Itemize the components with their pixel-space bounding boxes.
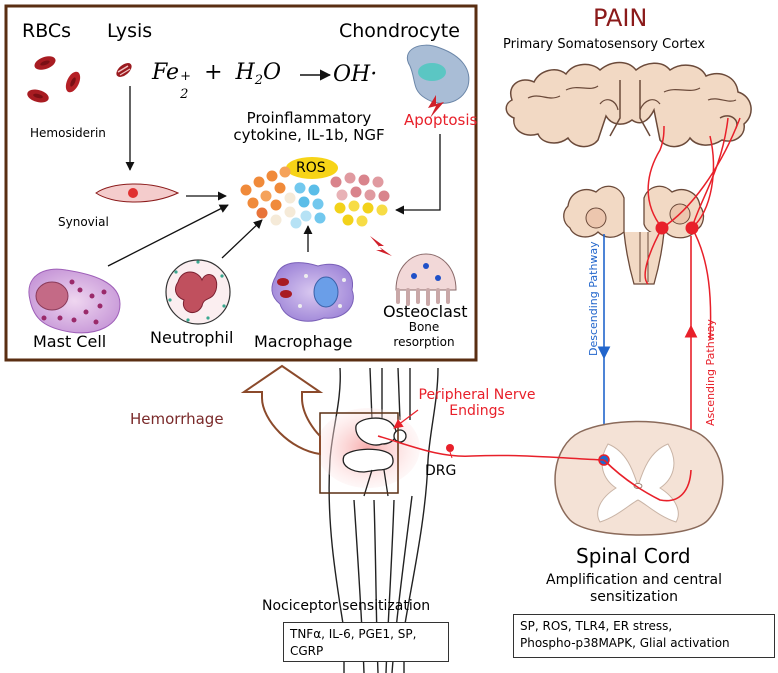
eq-o: O (263, 60, 282, 85)
mast-cell-arrow (107, 204, 229, 267)
proinflammatory-line1: Proinflammatory (246, 109, 372, 127)
ascending-pathway-label: Ascending Pathway (704, 319, 717, 426)
eq-fe: Fe (152, 60, 180, 85)
apoptosis-label: Apoptosis (404, 111, 478, 129)
spinal-box-line1: SP, ROS, TLR4, ER stress, (520, 619, 673, 633)
eq-h: H (235, 60, 255, 85)
eq-fe-sub: 2 (180, 87, 189, 102)
nerve-pointer-line (393, 409, 419, 429)
drg-label: DRG (425, 463, 457, 479)
ascending-pathway-lines (644, 117, 741, 341)
neutrophil-label: Neutrophil (150, 328, 234, 347)
nerve-endings-line1: Peripheral Nerve (418, 387, 536, 403)
macrophage-label: Macrophage (254, 332, 353, 351)
spinal-subtitle-line2: sensitization (589, 589, 679, 605)
hemorrhage-label: Hemorrhage (130, 410, 224, 428)
spinal-red-pathway (603, 459, 692, 502)
eq-fe-sup: + (180, 69, 191, 84)
osteoclast-label: Osteoclast (383, 302, 468, 321)
mast-cell-label: Mast Cell (33, 332, 107, 351)
ros-badge (286, 157, 338, 179)
spinal-mediator-box: SP, ROS, TLR4, ER stress, Phospho-p38MAP… (513, 614, 775, 658)
spinal-box-line2: Phospho-p38MAPK, Glial activation (520, 636, 730, 650)
chondrocyte-illustration (407, 44, 470, 104)
neutrophil-arrow (221, 219, 263, 259)
osteoclast-illustration (395, 253, 457, 306)
spinal-cord-title: Spinal Cord (576, 544, 691, 568)
pain-title: PAIN (593, 4, 648, 32)
neutrophil-illustration (165, 259, 231, 325)
cortex-illustration (505, 61, 752, 148)
spinal-subtitle-line1: Amplification and central (546, 572, 722, 588)
ros-particle-cluster (240, 157, 390, 229)
macrophage-illustration (271, 262, 354, 322)
proinflammatory-line2: cytokine, IL-1b, NGF (233, 126, 385, 144)
drg-ganglion-icon (446, 444, 454, 459)
chondrocyte-label: Chondrocyte (339, 20, 460, 42)
leg-illustration (328, 367, 439, 673)
rbcs-label: RBCs (22, 20, 72, 42)
lysis-label: Lysis (107, 20, 153, 42)
nociceptor-box-line2: CGRP (290, 644, 324, 658)
nociceptor-label: Nociceptor sensitization (262, 598, 431, 614)
cortex-label: Primary Somatosensory Cortex (503, 37, 706, 52)
synovial-cell-illustration (95, 183, 180, 203)
rbc-cells-illustration (27, 56, 81, 103)
descending-pathway-label: Descending Pathway (587, 241, 600, 356)
hemosiderin-label: Hemosiderin (30, 126, 106, 140)
mast-cell-illustration (28, 268, 121, 334)
apoptosis-lightning-icon (428, 95, 444, 118)
bone-resorption-line1: Bone (408, 320, 440, 334)
spinal-subtitle: Amplification and central sensitization (530, 572, 738, 606)
spinal-cord-illustration (554, 420, 724, 536)
eq-plus: + (204, 60, 223, 85)
proinflammatory-label: Proinflammatory cytokine, IL-1b, NGF (214, 110, 404, 144)
synovial-label: Synovial (58, 215, 109, 229)
thalamus-illustration (563, 185, 705, 285)
nerve-endings-label: Peripheral Nerve Endings (418, 387, 536, 419)
apoptosis-arrow (395, 134, 441, 215)
bone-resorption-label: Bone resorption (384, 320, 464, 350)
ros-label: ROS (296, 160, 326, 176)
hemorrhage-arrow (240, 364, 324, 456)
lysed-rbc-illustration (116, 63, 132, 77)
bone-resorption-line2: resorption (393, 335, 455, 349)
nerve-endings-line2: Endings (449, 403, 505, 419)
nociceptor-box-line1: TNFα, IL-6, PGE1, SP, (290, 627, 417, 641)
eq-oh: OH· (333, 62, 378, 87)
nociceptor-mediator-box: TNFα, IL-6, PGE1, SP, CGRP (283, 622, 449, 662)
peripheral-nerve-line (377, 435, 605, 461)
osteoclast-lightning-icon (370, 236, 392, 256)
eq-h-sub: 2 (254, 73, 263, 88)
reaction-equation: Fe+2 + H2O (152, 60, 282, 102)
